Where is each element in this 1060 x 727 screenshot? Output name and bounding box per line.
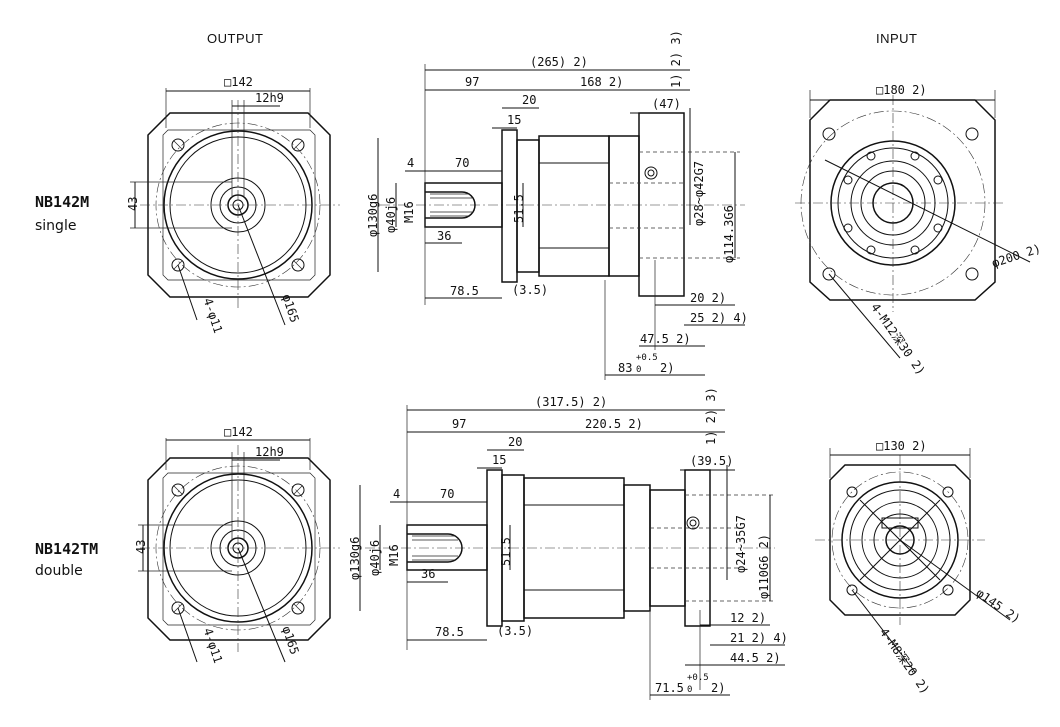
mounting-hole xyxy=(291,601,305,615)
bottom-side-view: (317.5) 2) 97 220.5 2) 1) 2) 3) 20 15 (3… xyxy=(348,387,788,700)
model-code-single: NB142M xyxy=(35,193,90,211)
dim-395: (39.5) xyxy=(690,454,733,468)
input-header: INPUT xyxy=(876,31,918,46)
dim-220: 220.5 2) xyxy=(585,417,643,431)
dim-43: 43 xyxy=(134,540,148,554)
dim-overall: (317.5) 2) xyxy=(535,395,607,409)
model-variant-single: single xyxy=(35,218,77,234)
dim-97: 97 xyxy=(465,75,479,89)
dim-445: 44.5 2) xyxy=(730,651,781,665)
dim-83-note: 2) xyxy=(660,361,674,375)
bottom-input-view: □130 2) φ145 2) 4-M8深20 2) xyxy=(815,439,1023,697)
mounting-hole xyxy=(291,138,305,152)
top-side-view: (265) 2) 97 168 2) 1) 2) 3) 20 15 (47) 4… xyxy=(366,30,748,380)
dim-4: 4 xyxy=(393,487,400,501)
mounting-hole xyxy=(942,486,954,498)
dim-515: 51.5 xyxy=(512,194,526,223)
model-variant-double: double xyxy=(35,563,83,579)
dim-715-tol: +0.5 xyxy=(687,673,709,683)
dim-15: 15 xyxy=(492,453,506,467)
mounting-hole xyxy=(291,483,305,497)
dim-35: (3.5) xyxy=(497,624,533,638)
dim-715-note: 2) xyxy=(711,681,725,695)
mounting-hole xyxy=(965,267,979,281)
dim-shaft: φ40j6 xyxy=(368,540,382,576)
dim-83-tol0: 0 xyxy=(636,365,641,375)
mounting-hole xyxy=(171,138,185,152)
dim-4: 4 xyxy=(407,156,414,170)
dim-83-tol: +0.5 xyxy=(636,353,658,363)
dim-shaft: φ40j6 xyxy=(384,197,398,233)
dim-input-pcd: φ145 2) xyxy=(974,586,1023,626)
dim-20: 20 xyxy=(508,435,522,449)
dim-keyway: 12h9 xyxy=(255,91,284,105)
mounting-hole xyxy=(846,486,858,498)
top-input-view: □180 2) φ200 2) 4-M12深30 2) xyxy=(795,83,1043,378)
dim-35: (3.5) xyxy=(512,283,548,297)
dim-notes: 1) 2) 3) xyxy=(669,30,683,88)
dim-motor-shaft: φ24~35G7 xyxy=(734,515,748,573)
dim-holes: 4-φ11 xyxy=(201,626,225,665)
dim-keyway: 12h9 xyxy=(255,445,284,459)
mounting-hole xyxy=(822,127,836,141)
top-front-view: □142 12h9 43 4-φ11 φ165 xyxy=(126,75,340,335)
dim-m16: M16 xyxy=(402,201,416,223)
mounting-hole xyxy=(942,584,954,596)
dim-input-holes: 4-M12深30 2) xyxy=(868,301,928,378)
dim-83: 83 xyxy=(618,361,632,375)
dim-70: 70 xyxy=(440,487,454,501)
dim-holes: 4-φ11 xyxy=(201,296,225,335)
dim-715: 71.5 xyxy=(655,681,684,695)
output-header: OUTPUT xyxy=(207,31,264,46)
dim-47: (47) xyxy=(652,97,681,111)
dim-475: 47.5 2) xyxy=(640,332,691,346)
dim-overall: (265) 2) xyxy=(530,55,588,69)
dim-input-holes: 4-M8深20 2) xyxy=(877,625,933,696)
dim-21: 21 2) 4) xyxy=(730,631,788,645)
model-code-double: NB142TM xyxy=(35,540,99,558)
dim-square-142: □142 xyxy=(224,425,253,439)
dim-43: 43 xyxy=(126,197,140,211)
mounting-hole xyxy=(171,483,185,497)
dim-70: 70 xyxy=(455,156,469,170)
dim-motor-pilot: φ114.3G6 xyxy=(722,205,736,263)
dim-168: 168 2) xyxy=(580,75,623,89)
dim-12: 12 2) xyxy=(730,611,766,625)
dim-785: 78.5 xyxy=(450,284,479,298)
dim-m16: M16 xyxy=(387,544,401,566)
bottom-front-view: □142 12h9 43 4-φ11 φ165 xyxy=(134,425,340,665)
dim-square-142: □142 xyxy=(224,75,253,89)
dim-36: 36 xyxy=(421,567,435,581)
mounting-hole xyxy=(965,127,979,141)
dim-input-square: □130 2) xyxy=(876,439,927,453)
dim-notes: 1) 2) 3) xyxy=(704,387,718,445)
mounting-hole xyxy=(291,258,305,272)
dim-515: 51.5 xyxy=(499,537,513,566)
dim-pilot: φ130g6 xyxy=(366,194,380,237)
dim-input-square: □180 2) xyxy=(876,83,927,97)
dim-pilot: φ130g6 xyxy=(348,537,362,580)
dim-motor-shaft: φ28~φ42G7 xyxy=(692,161,706,226)
dim-25: 25 2) 4) xyxy=(690,311,748,325)
dim-97: 97 xyxy=(452,417,466,431)
mounting-hole xyxy=(846,584,858,596)
dim-36: 36 xyxy=(437,229,451,243)
dim-motor-pilot: φ110G6 2) xyxy=(757,534,771,599)
mounting-hole xyxy=(822,267,836,281)
dim-785: 78.5 xyxy=(435,625,464,639)
dim-15: 15 xyxy=(507,113,521,127)
dim-715-tol0: 0 xyxy=(687,685,692,695)
dim-20: 20 xyxy=(522,93,536,107)
dim-20b: 20 2) xyxy=(690,291,726,305)
